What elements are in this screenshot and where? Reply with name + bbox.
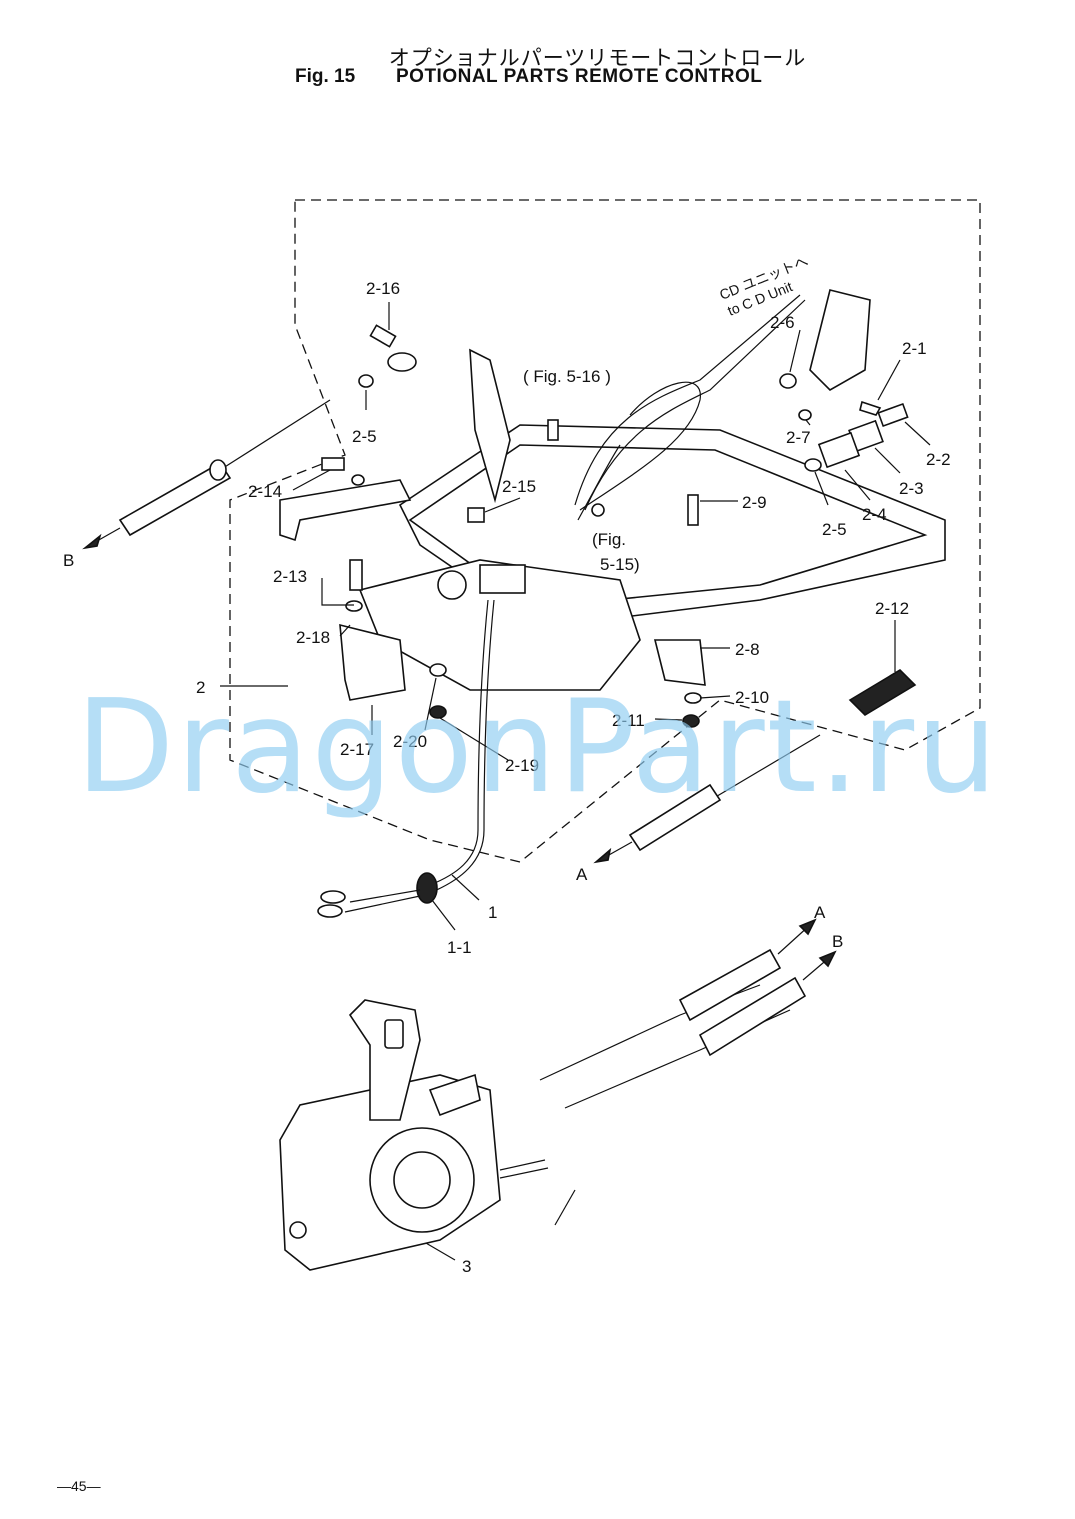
callout-2-13: 2-13 xyxy=(273,567,307,586)
callout-2-9: 2-9 xyxy=(742,493,767,512)
callout-2-12: 2-12 xyxy=(875,599,909,618)
bracket-assembly xyxy=(358,348,946,691)
callout-2-6: 2-6 xyxy=(770,313,795,332)
figure-number: Fig. 15 xyxy=(295,66,356,87)
callout-2-8: 2-8 xyxy=(735,640,760,659)
callout-1-1: 1-1 xyxy=(447,938,472,957)
ref-fig-5-15-line1: (Fig. xyxy=(592,530,626,549)
callout-2-16: 2-16 xyxy=(366,279,400,298)
callout-2-5-right: 2-5 xyxy=(822,520,847,539)
figure-title: POTIONAL PARTS REMOTE CONTROL xyxy=(396,66,763,87)
callout-3: 3 xyxy=(462,1257,471,1276)
watermark-text: DragonPart.ru xyxy=(75,673,1000,822)
assembly-2-boundary xyxy=(229,199,981,863)
callout-2-20: 2-20 xyxy=(393,732,427,751)
arrow-label-a-right: A xyxy=(814,903,826,922)
callout-2: 2 xyxy=(196,678,205,697)
callout-2-11: 2-11 xyxy=(612,711,645,730)
callout-2-5-left: 2-5 xyxy=(352,427,377,446)
cable-b-left xyxy=(82,399,331,550)
callout-2-4: 2-4 xyxy=(862,505,887,524)
cable-a-mid xyxy=(593,734,821,864)
callout-2-3: 2-3 xyxy=(899,479,924,498)
callout-2-15: 2-15 xyxy=(502,477,536,496)
callout-2-14: 2-14 xyxy=(248,482,282,501)
callout-1: 1 xyxy=(488,903,497,922)
arrow-label-a-mid: A xyxy=(576,865,588,884)
cd-unit-harness xyxy=(574,294,806,521)
callout-2-1: 2-1 xyxy=(902,339,927,358)
page-number: —45— xyxy=(57,1478,101,1494)
page-title-japanese: オプショナルパーツリモートコントロール xyxy=(388,46,807,70)
arrow-label-b-left: B xyxy=(63,551,74,570)
callout-2-19: 2-19 xyxy=(505,756,539,775)
remote-control-box xyxy=(279,999,549,1271)
ref-fig-5-16: ( Fig. 5-16 ) xyxy=(523,367,611,386)
callout-2-7: 2-7 xyxy=(786,428,811,447)
harness-1 xyxy=(317,599,495,918)
callout-2-2: 2-2 xyxy=(926,450,951,469)
lower-cables xyxy=(539,918,837,1109)
ref-fig-5-15-line2: 5-15) xyxy=(600,555,640,574)
small-parts xyxy=(279,289,917,728)
callout-2-17: 2-17 xyxy=(340,740,374,759)
arrow-label-b-right: B xyxy=(832,932,843,951)
callout-2-18: 2-18 xyxy=(296,628,330,647)
callout-2-10: 2-10 xyxy=(735,688,769,707)
